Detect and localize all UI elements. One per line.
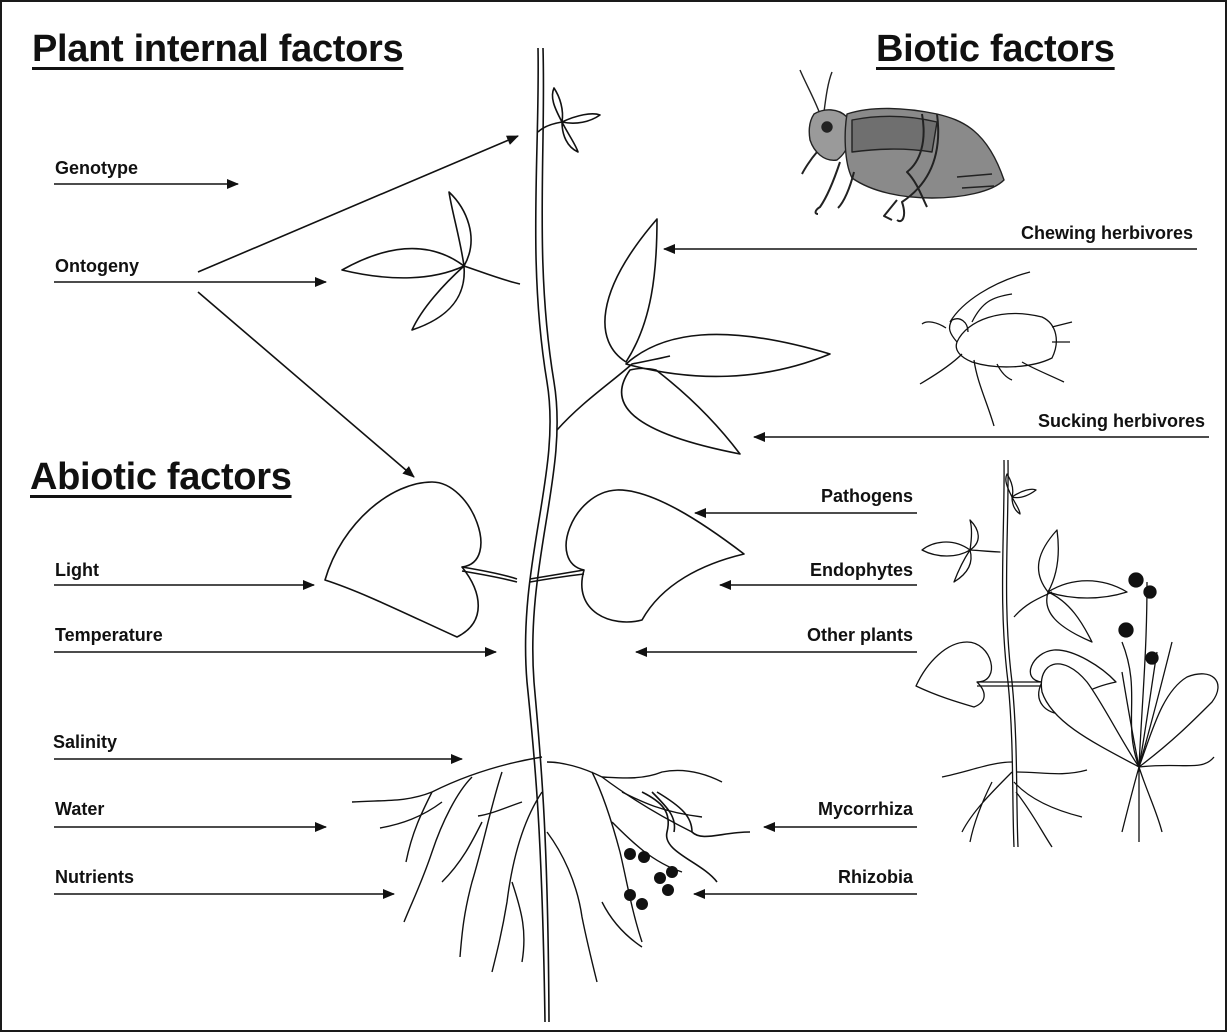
grasshopper	[800, 70, 1004, 221]
label-rhizobia: Rhizobia	[838, 868, 913, 886]
heading-biotic-factors: Biotic factors	[876, 30, 1115, 68]
arrows	[54, 136, 1209, 894]
label-salinity: Salinity	[53, 733, 117, 751]
label-ontogeny: Ontogeny	[55, 257, 139, 275]
heading-plant-internal-factors: Plant internal factors	[32, 30, 403, 68]
label-temperature: Temperature	[55, 626, 163, 644]
right-heart-leaf	[566, 490, 744, 622]
label-water: Water	[55, 800, 104, 818]
upper-left-petiole	[464, 266, 520, 284]
label-mycorrhiza: Mycorrhiza	[818, 800, 913, 818]
label-sucking-herbivores: Sucking herbivores	[1038, 412, 1205, 430]
label-nutrients: Nutrients	[55, 868, 134, 886]
label-light: Light	[55, 561, 99, 579]
apical-bud	[538, 88, 600, 152]
heading-abiotic-factors: Abiotic factors	[30, 458, 292, 496]
label-other-plants: Other plants	[807, 626, 913, 644]
mycorrhiza-hyphae	[642, 792, 750, 882]
label-pathogens: Pathogens	[821, 487, 913, 505]
label-chewing-herbivores: Chewing herbivores	[1021, 224, 1193, 242]
aphid	[920, 272, 1072, 426]
label-genotype: Genotype	[55, 159, 138, 177]
left-heart-leaf	[325, 482, 481, 637]
label-endophytes: Endophytes	[810, 561, 913, 579]
main-plant	[325, 48, 830, 1022]
rhizobia-nodules	[624, 848, 678, 910]
companion-plants	[916, 460, 1218, 847]
arrow-ontogeny-down	[198, 292, 414, 477]
